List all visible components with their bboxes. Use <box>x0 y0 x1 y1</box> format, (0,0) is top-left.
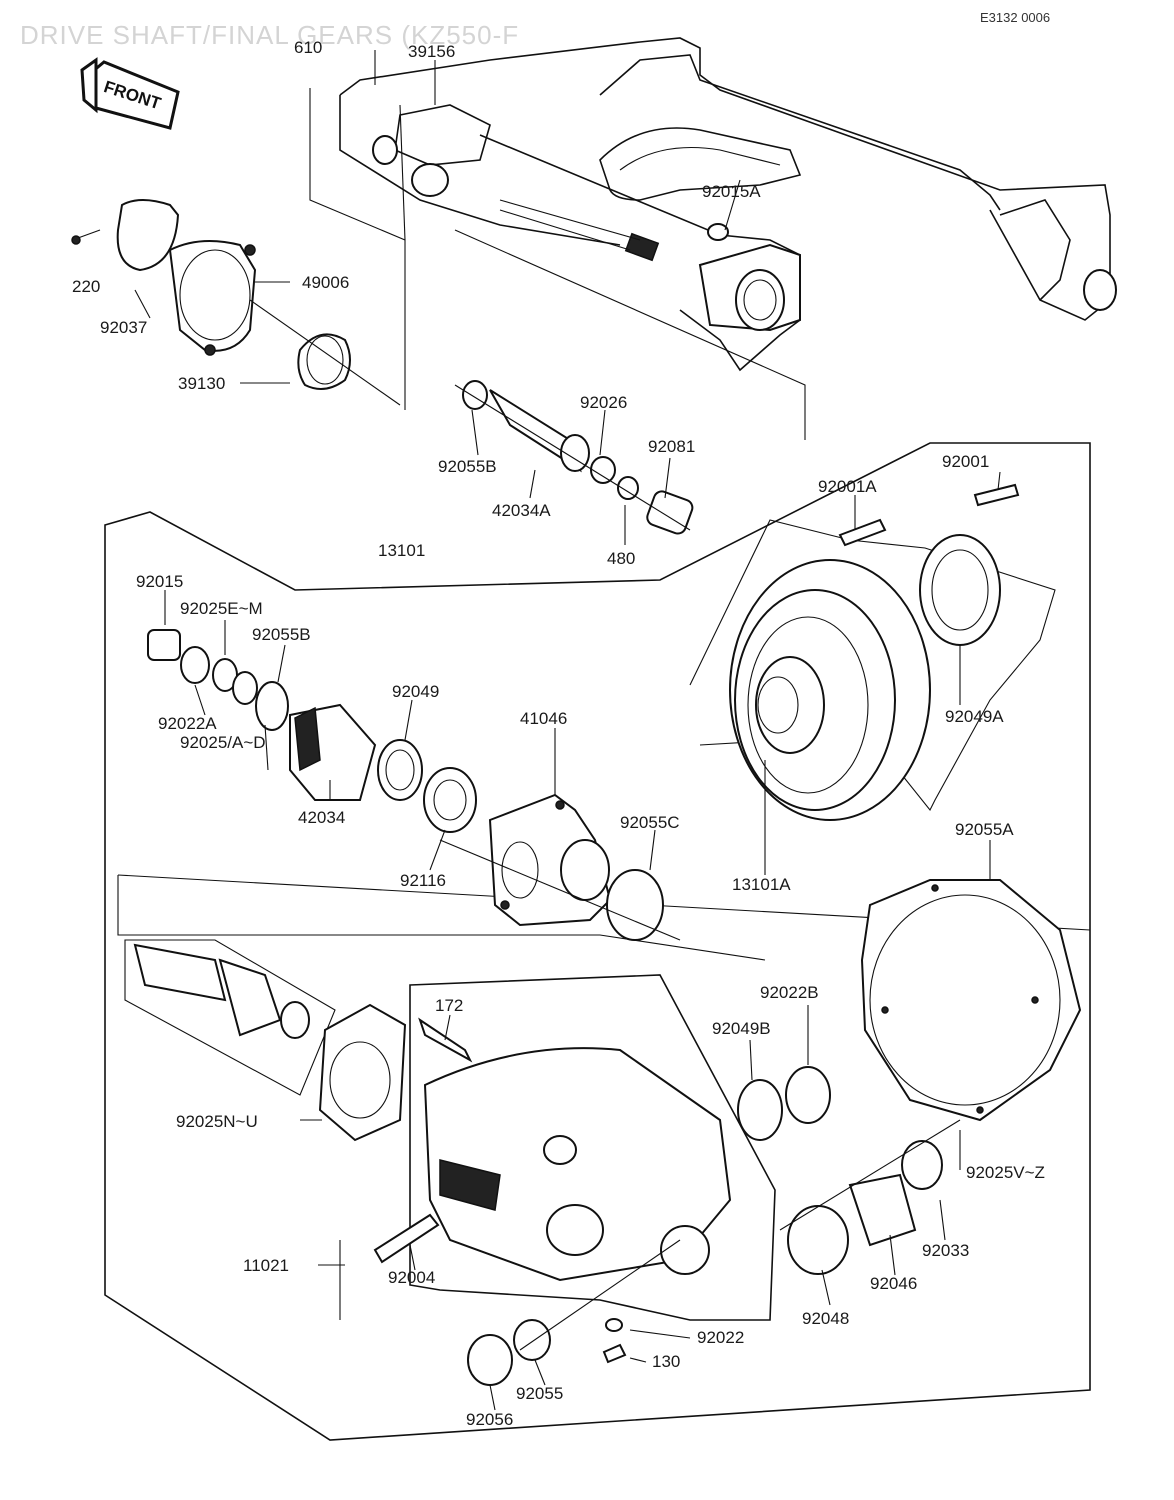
label-172: 172 <box>435 996 463 1015</box>
universal-joint-group <box>71 199 401 406</box>
label-92033: 92033 <box>922 1241 969 1260</box>
side-bearing-parts <box>737 1066 961 1275</box>
label-92055a: 92055A <box>955 820 1014 839</box>
front-direction-arrow: FRONT <box>80 57 180 130</box>
label-92015a: 92015A <box>702 182 761 201</box>
label-49006: 49006 <box>302 273 349 292</box>
label-92055: 92055 <box>516 1384 563 1403</box>
label-92025a-d: 92025/A~D <box>180 733 266 752</box>
label-92046: 92046 <box>870 1274 917 1293</box>
label-92116: 92116 <box>400 871 446 890</box>
label-92055b-top: 92055B <box>438 457 497 476</box>
label-92048: 92048 <box>802 1309 849 1328</box>
label-92049: 92049 <box>392 682 439 701</box>
leader-lines <box>134 50 1001 1411</box>
label-92022b: 92022B <box>760 983 819 1002</box>
label-92022: 92022 <box>697 1328 744 1347</box>
label-13101: 13101 <box>378 541 425 560</box>
label-92022a: 92022A <box>158 714 217 733</box>
label-92025e-m: 92025E~M <box>180 599 263 618</box>
final-gear-assembly-boundary <box>104 442 1091 1441</box>
label-92055b: 92055B <box>252 625 311 644</box>
label-41046: 41046 <box>520 709 567 728</box>
label-92049a: 92049A <box>945 707 1004 726</box>
label-130: 130 <box>652 1352 680 1371</box>
diagram-title: DRIVE SHAFT/FINAL GEARS (KZ550-F <box>20 20 519 50</box>
label-39130: 39130 <box>178 374 225 393</box>
label-92025n-u: 92025N~U <box>176 1112 258 1131</box>
label-92049b: 92049B <box>712 1019 771 1038</box>
label-13101a: 13101A <box>732 875 791 894</box>
label-92001a: 92001A <box>818 477 877 496</box>
ring-gear-part <box>689 483 1056 821</box>
label-220: 220 <box>72 277 100 296</box>
label-92004: 92004 <box>388 1268 435 1287</box>
drain-plug-parts <box>467 1239 681 1386</box>
drive-shaft-parts <box>454 380 694 535</box>
label-42034a: 42034A <box>492 501 551 520</box>
diagram-reference-code: E3132 0006 <box>980 10 1050 25</box>
gear-case-part <box>339 974 776 1321</box>
label-92081: 92081 <box>648 437 695 456</box>
label-39156: 39156 <box>408 42 455 61</box>
label-11021: 11021 <box>243 1256 289 1275</box>
label-92015: 92015 <box>136 572 183 591</box>
label-42034: 42034 <box>298 808 345 827</box>
label-610: 610 <box>294 38 322 57</box>
pinion-gear-part <box>124 939 407 1142</box>
part-number-labels: 610 39156 92015A 220 49006 92037 39130 9… <box>72 38 1045 1429</box>
cover-gasket-part <box>860 879 1082 1122</box>
label-92037: 92037 <box>100 318 147 337</box>
pinion-bearing-parts <box>147 629 477 833</box>
label-92025v-z: 92025V~Z <box>966 1163 1045 1182</box>
pinion-housing-part <box>439 793 681 941</box>
label-92056: 92056 <box>466 1410 513 1429</box>
label-92001: 92001 <box>942 452 989 471</box>
label-92055c: 92055C <box>620 813 680 832</box>
label-92026: 92026 <box>580 393 627 412</box>
label-480: 480 <box>607 549 635 568</box>
swing-arm-drawing <box>339 37 1117 372</box>
